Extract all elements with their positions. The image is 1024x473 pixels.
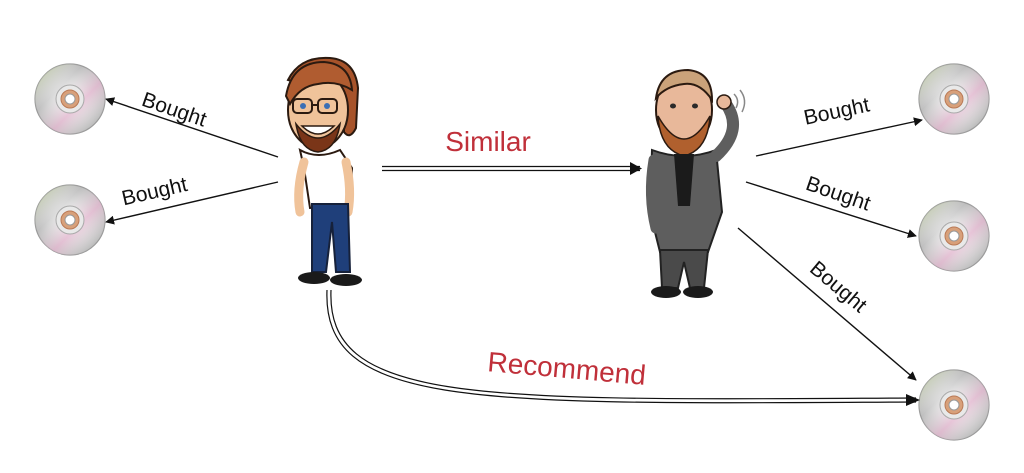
cd-disc-icon [919, 201, 989, 271]
recommend-label: Recommend [486, 346, 647, 391]
bought-label: Bought [802, 93, 872, 129]
cd-disc-icon [919, 370, 989, 440]
bought-arrow [756, 120, 922, 156]
cd-disc-icon [919, 64, 989, 134]
bought-label: Bought [805, 257, 871, 318]
person-avatar-icon [650, 70, 745, 298]
cd-disc-icon [35, 185, 105, 255]
person-avatar-icon [286, 58, 362, 286]
bought-label: Bought [139, 88, 210, 131]
similar-label: Similar [445, 126, 531, 157]
bought-label: Bought [803, 172, 874, 215]
cd-disc-icon [35, 64, 105, 134]
bought-arrow [738, 228, 916, 380]
